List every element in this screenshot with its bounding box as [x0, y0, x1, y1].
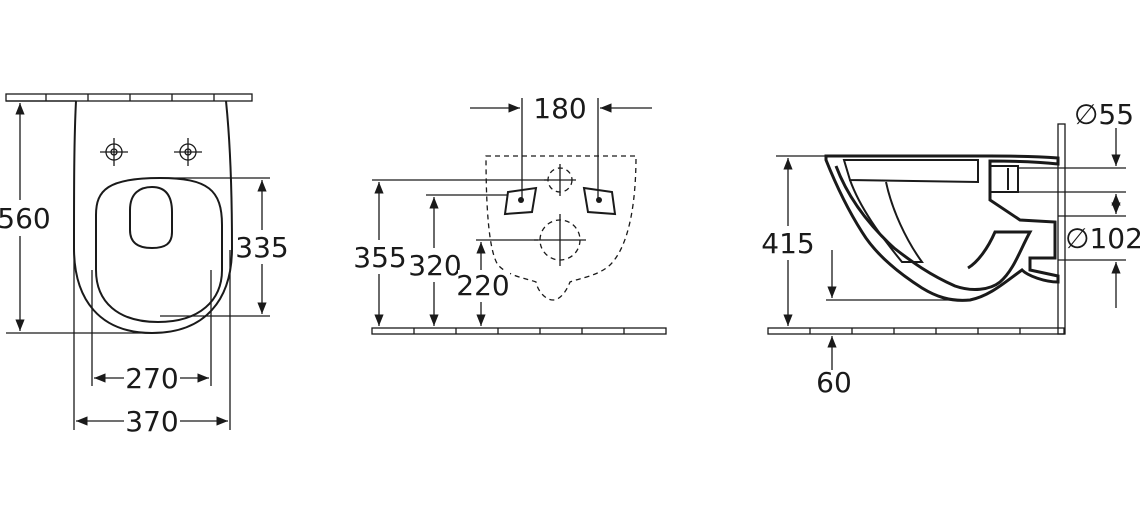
- seat-width-label: 270: [125, 362, 178, 395]
- side-height-label: 415: [761, 227, 814, 260]
- side-bowl-outer: [824, 154, 1060, 302]
- rear-floor: [371, 327, 667, 335]
- inlet-diameter-label: ∅55: [1074, 98, 1134, 131]
- overall-width-label: 370: [125, 405, 178, 438]
- front-bowl-outline: [72, 100, 234, 335]
- mount-hole-right-icon: [582, 186, 617, 216]
- hole-spacing-label: 180: [533, 92, 586, 125]
- mount-height-320-label: 320: [408, 249, 461, 282]
- front-wall-plate: [5, 93, 253, 102]
- side-bowl-inner: [834, 165, 1033, 291]
- side-rim: [842, 159, 979, 184]
- bolt-hole-left-icon: [100, 138, 128, 166]
- seat-height-label: 335: [235, 231, 288, 264]
- side-view: 415 60 ∅55 ∅102: [761, 98, 1140, 399]
- side-wall: [1057, 123, 1066, 335]
- mount-height-220-label: 220: [456, 269, 509, 302]
- mount-hole-left-icon: [503, 186, 538, 216]
- floor-offset-label: 60: [816, 366, 852, 399]
- outlet-diameter-label: ∅102: [1065, 222, 1140, 255]
- front-height-label: 560: [0, 202, 51, 235]
- side-floor: [767, 327, 1065, 335]
- seat-outline: [95, 176, 223, 324]
- bolt-hole-right-icon: [174, 138, 202, 166]
- rear-view: 180 355 320 220: [353, 92, 667, 335]
- rear-outline-dashed: [485, 155, 637, 301]
- mount-height-355-label: 355: [353, 241, 406, 274]
- front-view: 560 335 270 370: [0, 93, 289, 438]
- seat-inner-outline: [129, 185, 173, 250]
